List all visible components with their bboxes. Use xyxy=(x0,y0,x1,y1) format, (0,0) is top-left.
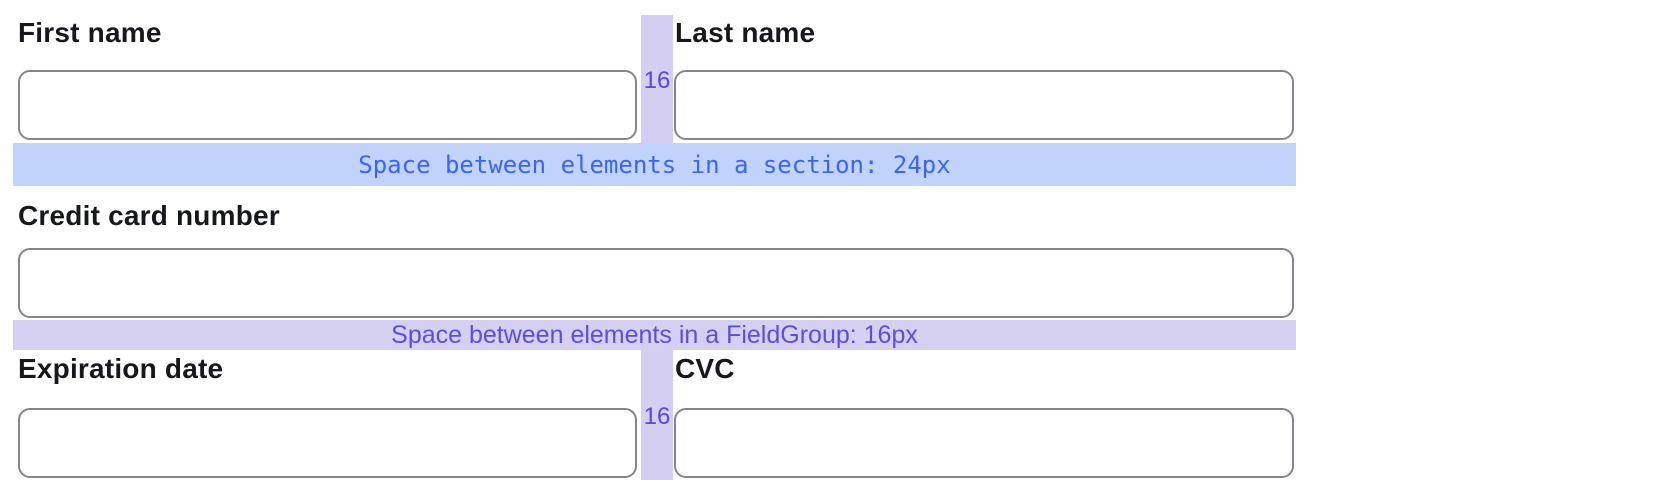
last-name-input[interactable] xyxy=(674,70,1294,140)
expiration-date-input[interactable] xyxy=(18,408,637,478)
credit-card-number-input[interactable] xyxy=(18,248,1294,318)
section-spacing-annotation: Space between elements in a section: 24p… xyxy=(13,143,1296,186)
column-gap-value-bottom: 16 xyxy=(643,403,671,430)
first-name-label: First name xyxy=(18,17,162,48)
column-gap-indicator-bottom xyxy=(641,350,673,480)
credit-card-number-label: Credit card number xyxy=(18,200,280,231)
fieldgroup-spacing-annotation: Space between elements in a FieldGroup: … xyxy=(13,320,1296,350)
cvc-label: CVC xyxy=(675,353,735,384)
fieldgroup-spacing-annotation-text: Space between elements in a FieldGroup: … xyxy=(391,320,918,349)
first-name-input[interactable] xyxy=(18,70,637,140)
column-gap-value-top: 16 xyxy=(643,67,671,94)
cvc-input[interactable] xyxy=(674,408,1294,478)
section-spacing-annotation-text: Space between elements in a section: 24p… xyxy=(358,150,951,179)
last-name-label: Last name xyxy=(675,17,816,48)
expiration-date-label: Expiration date xyxy=(18,353,224,384)
column-gap-indicator-top xyxy=(641,15,673,143)
